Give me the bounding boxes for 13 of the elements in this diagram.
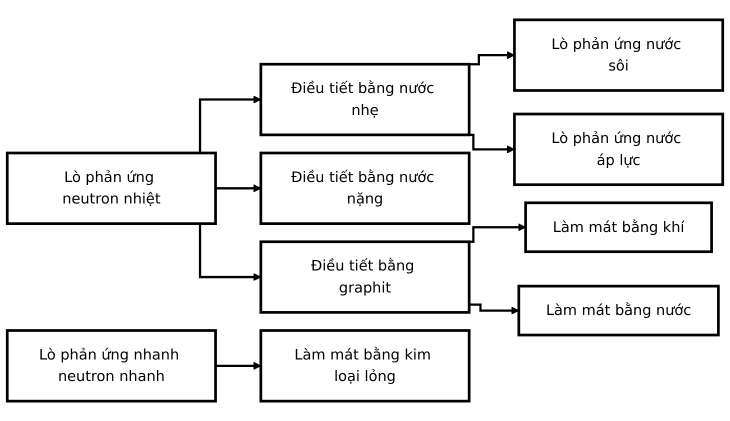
node-box: Làm mát bằng khí <box>524 201 713 254</box>
node-box: Lò phản ứng neutron nhiệt <box>6 152 217 225</box>
node-box: Lò phản ứng nước sôi <box>513 18 724 92</box>
arrow <box>469 303 520 315</box>
node-box: Lò phản ứng nước áp lực <box>513 112 724 186</box>
node-box: Lò phản ứng nhanh neutron nhanh <box>6 329 217 402</box>
node-box: Điều tiết bằng nước nặng <box>259 152 471 225</box>
node-box: Điều tiết bằng graphit <box>259 240 471 314</box>
node-box: Làm mát bằng kim loại lỏng <box>259 329 471 402</box>
arrow <box>216 362 262 370</box>
arrow <box>216 184 262 192</box>
node-box: Làm mát bằng nước <box>517 284 720 336</box>
node-box: Điều tiết bằng nước nhẹ <box>259 62 471 136</box>
